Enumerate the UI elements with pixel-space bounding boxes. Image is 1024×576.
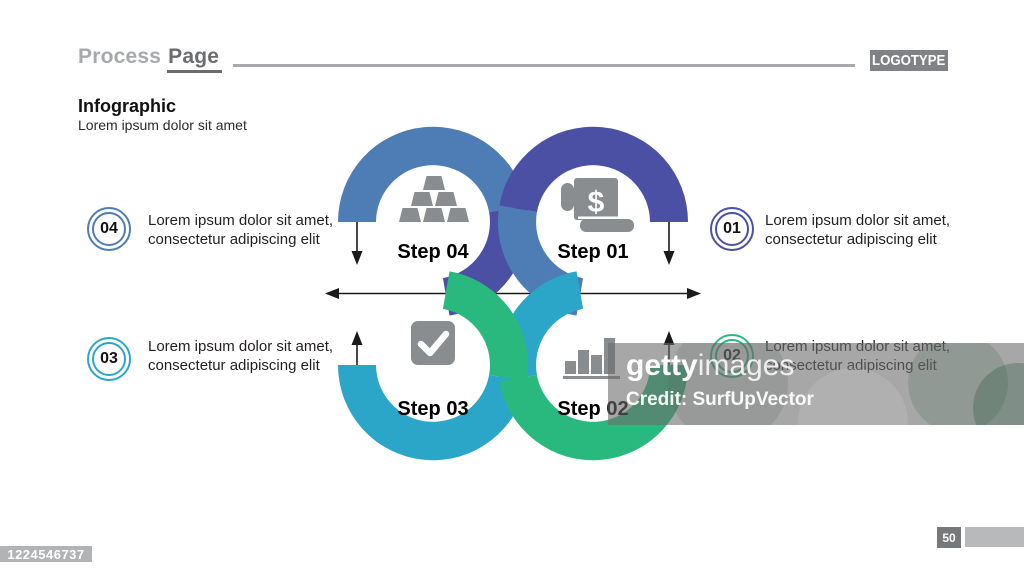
watermark-band: gettyimages Credit: SurfUpVector bbox=[608, 343, 1024, 425]
step-01-label: Step 01 bbox=[557, 241, 629, 263]
watermark-brand-bold: getty bbox=[626, 349, 698, 382]
ring-step04-main-arc bbox=[337, 126, 527, 222]
header-divider bbox=[233, 64, 855, 67]
item-01-line2: consectetur adipiscing elit bbox=[765, 231, 937, 248]
badge-04: 04 bbox=[87, 207, 131, 251]
item-03-line2: consectetur adipiscing elit bbox=[148, 357, 320, 374]
checkmark-icon bbox=[411, 321, 455, 365]
slide-title-dark: Page bbox=[167, 45, 223, 73]
logotype-placeholder: LOGOTYPE bbox=[870, 50, 948, 71]
receipt-dollar-icon: $ bbox=[561, 178, 634, 232]
item-04-line1: Lorem ipsum dolor sit amet, bbox=[148, 212, 334, 229]
crosshair-arrows bbox=[325, 222, 701, 367]
ring-step01-main-arc bbox=[499, 126, 689, 222]
arrowhead-down-left-icon bbox=[351, 251, 363, 265]
arrowhead-up-left-icon bbox=[351, 331, 363, 345]
badge-04-number: 04 bbox=[92, 212, 126, 246]
item-01-text: Lorem ipsum dolor sit amet, consectetur … bbox=[765, 211, 950, 249]
slide-title-light: Process bbox=[78, 45, 162, 68]
ring-step03-main-arc bbox=[337, 365, 527, 461]
image-id-bar: 1224546737 bbox=[0, 546, 92, 562]
badge-03: 03 bbox=[87, 337, 131, 381]
arrowhead-up-right-icon bbox=[663, 331, 675, 345]
item-03-text: Lorem ipsum dolor sit amet, consectetur … bbox=[148, 337, 333, 375]
dollar-glyph: $ bbox=[588, 186, 605, 219]
step-04-label: Step 04 bbox=[397, 241, 469, 263]
watermark-brand-light: images bbox=[697, 349, 795, 382]
item-04-text: Lorem ipsum dolor sit amet, consectetur … bbox=[148, 211, 333, 249]
page-number-box: 50 bbox=[937, 527, 961, 548]
image-id: 1224546737 bbox=[7, 546, 85, 562]
watermark-blob bbox=[668, 343, 788, 425]
gold-bars-icon bbox=[399, 176, 469, 222]
arrowhead-right-icon bbox=[687, 288, 701, 299]
arrowhead-down-right-icon bbox=[663, 251, 675, 265]
watermark-credit: Credit: SurfUpVector bbox=[626, 389, 814, 410]
ring-step02-main-arc bbox=[499, 365, 689, 461]
watermark-brand: gettyimages bbox=[626, 349, 794, 383]
page-heading: Infographic bbox=[78, 96, 176, 116]
item-03-line1: Lorem ipsum dolor sit amet, bbox=[148, 338, 334, 355]
logotype-label: LOGOTYPE bbox=[872, 52, 946, 69]
badge-01: 01 bbox=[710, 207, 754, 251]
badge-03-number: 03 bbox=[92, 342, 126, 376]
ring-step03-tail-arc bbox=[442, 271, 529, 382]
slide-title: Process Page bbox=[78, 45, 223, 73]
page-subtitle: Lorem ipsum dolor sit amet bbox=[78, 117, 247, 133]
page-number: 50 bbox=[942, 530, 956, 545]
item-01-line1: Lorem ipsum dolor sit amet, bbox=[765, 212, 951, 229]
item-04-line2: consectetur adipiscing elit bbox=[148, 231, 320, 248]
watermark-blob bbox=[798, 368, 908, 425]
footer-gray-bar bbox=[965, 527, 1024, 547]
watermark-blob bbox=[908, 343, 1008, 425]
arrowhead-left-icon bbox=[325, 288, 339, 299]
badge-01-number: 01 bbox=[715, 212, 749, 246]
step-03-label: Step 03 bbox=[397, 398, 469, 420]
